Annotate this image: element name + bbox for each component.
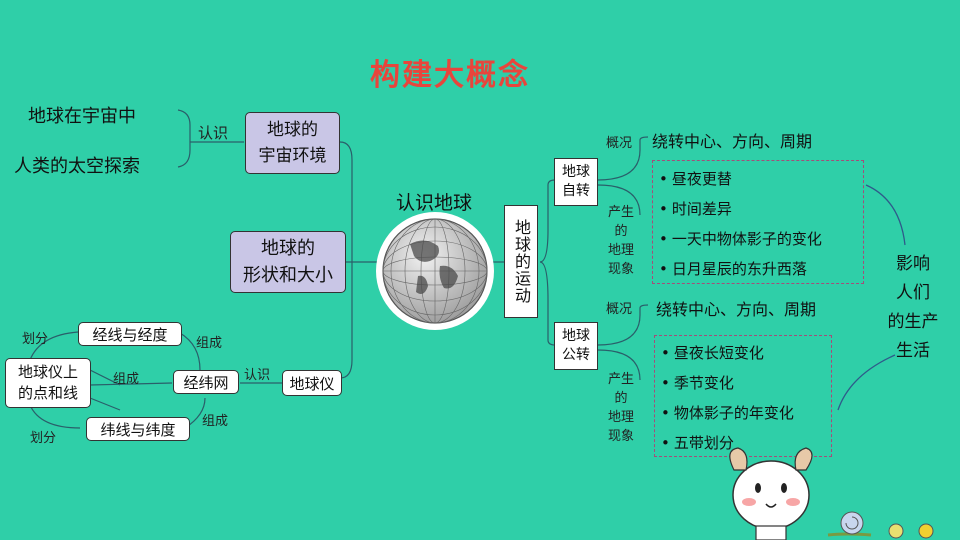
compose-label-1: 组成 xyxy=(196,336,223,351)
rotation-phen-1: 昼夜更替 xyxy=(659,164,863,194)
rotation-phen-3: 一天中物体影子的变化 xyxy=(659,224,863,254)
revolution-phen-2: 季节变化 xyxy=(661,368,831,398)
parallel-box: 纬线与纬度 xyxy=(86,417,190,441)
rotation-phen-label: 产生 的 地理 现象 xyxy=(607,205,634,277)
revolution-overview-label: 概况 xyxy=(606,302,633,317)
compose-label-3: 组成 xyxy=(202,414,229,429)
rotation-phen-2: 时间差异 xyxy=(659,194,863,224)
page-title: 构建大概念 xyxy=(370,58,530,93)
compose-label-2: 组成 xyxy=(113,372,140,387)
rotation-box: 地球 自转 xyxy=(554,158,598,206)
revolution-phen-3: 物体影子的年变化 xyxy=(661,398,831,428)
divide-label-1: 划分 xyxy=(22,332,49,347)
know-label: 认识 xyxy=(244,368,271,383)
rotation-overview: 绕转中心、方向、周期 xyxy=(652,132,813,151)
meridian-box: 经线与经度 xyxy=(78,322,182,346)
lat-lon-grid-box: 经纬网 xyxy=(173,370,239,394)
revolution-overview: 绕转中心、方向、周期 xyxy=(656,300,817,319)
divide-label-2: 划分 xyxy=(30,431,57,446)
revolution-phen-4: 五带划分 xyxy=(661,428,831,458)
rotation-phen-4: 日月星辰的东升西落 xyxy=(659,254,863,284)
earth-motion-box: 地球的运动 xyxy=(504,205,538,318)
points-lines-box: 地球仪上 的点和线 xyxy=(5,358,91,408)
globe-icon xyxy=(382,218,488,324)
impact-text: 影响 人们 的生产 生活 xyxy=(887,254,939,361)
snail-decoration-icon xyxy=(827,511,934,539)
rotation-phenomena-box: 昼夜更替 时间差异 一天中物体影子的变化 日月星辰的东升西落 xyxy=(652,160,864,284)
center-label: 认识地球 xyxy=(396,192,473,214)
globe-box: 地球仪 xyxy=(282,370,342,396)
shape-size-box: 地球的 形状和大小 xyxy=(230,231,346,293)
revolution-phenomena-box: 昼夜长短变化 季节变化 物体影子的年变化 五带划分 xyxy=(654,335,832,457)
revolution-phen-label: 产生 的 地理 现象 xyxy=(607,372,634,444)
left-item-universe-position: 地球在宇宙中 xyxy=(28,106,136,127)
universe-environment-box: 地球的 宇宙环境 xyxy=(245,112,340,174)
puppy-illustration-icon xyxy=(729,447,813,540)
left-item-space-exploration: 人类的太空探索 xyxy=(14,156,140,177)
revolution-box: 地球 公转 xyxy=(554,322,598,370)
rotation-overview-label: 概况 xyxy=(606,136,633,151)
revolution-phen-1: 昼夜长短变化 xyxy=(661,338,831,368)
top-link-label: 认识 xyxy=(198,124,229,142)
